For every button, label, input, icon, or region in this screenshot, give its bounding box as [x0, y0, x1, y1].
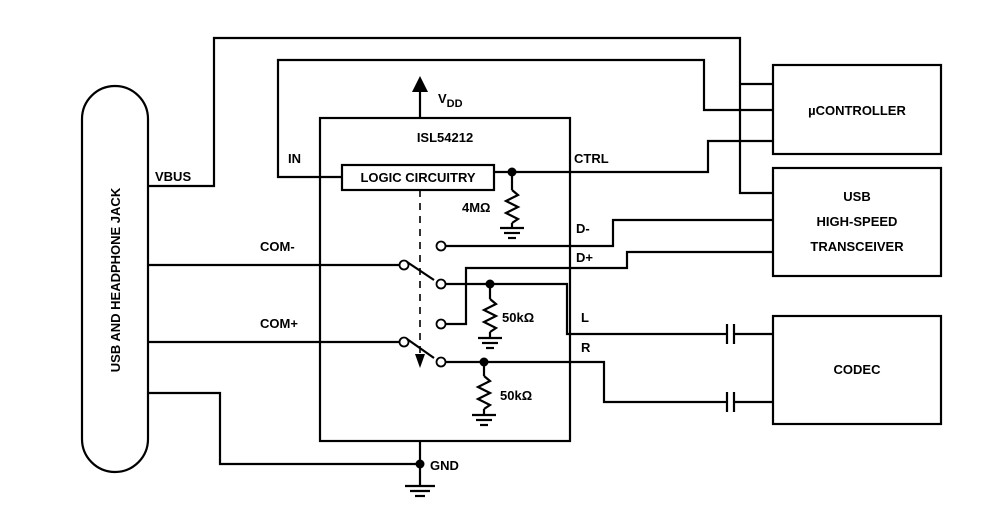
in-control-wire: [276, 58, 773, 179]
usb-label-line3: TRANSCEIVER: [810, 239, 904, 254]
gnd-junction-dot: [415, 459, 425, 469]
microcontroller-label: µCONTROLLER: [808, 103, 906, 118]
d-plus-label: D+: [576, 250, 593, 265]
usb-transceiver-block: [771, 166, 943, 278]
usb-label-line2: HIGH-SPEED: [817, 214, 898, 229]
vbus-wire: [148, 36, 773, 195]
com-plus-switch-arm: [406, 338, 435, 359]
res-4m-zigzag: [503, 189, 521, 224]
switch-control-arrow-icon: [415, 354, 425, 368]
usb-headphone-jack-block: [80, 84, 150, 474]
codec-label: CODEC: [834, 362, 882, 377]
com-plus-label: COM+: [260, 316, 298, 331]
usb-label-line1: USB: [843, 189, 870, 204]
in-label: IN: [288, 151, 301, 166]
res-50k-1-label: 50kΩ: [502, 310, 534, 325]
r-label: R: [581, 340, 591, 355]
vbus-label: VBUS: [155, 169, 191, 184]
res-50k-2-zigzag: [475, 375, 493, 410]
com-plus-terminal: [398, 336, 410, 348]
isl54212-ic-block: [318, 116, 572, 443]
logic-label: LOGIC CIRCUITRY: [360, 170, 475, 185]
l-label: L: [581, 310, 589, 325]
vdd-arrow-icon: [412, 76, 428, 92]
res-50k-2-label: 50kΩ: [500, 388, 532, 403]
res-4m-label: 4MΩ: [462, 200, 490, 215]
r-wire: [446, 360, 720, 404]
l-terminal: [435, 278, 447, 290]
d-plus-wire: [446, 250, 773, 326]
ctrl-label: CTRL: [574, 151, 609, 166]
d-minus-label: D-: [576, 221, 590, 236]
gnd-label: GND: [430, 458, 459, 473]
ic-name-label: ISL54212: [417, 130, 473, 145]
r-terminal: [435, 356, 447, 368]
jack-label: USB AND HEADPHONE JACK: [108, 187, 123, 372]
ctrl-wire: [494, 139, 773, 174]
d-minus-wire: [446, 218, 773, 248]
codec-block: [771, 314, 943, 426]
vdd-label: VDD: [438, 91, 463, 110]
d-plus-terminal: [435, 318, 447, 330]
l-wire: [446, 282, 720, 336]
res-50k-1-zigzag: [481, 298, 499, 333]
gnd-wire: [148, 391, 420, 466]
d-minus-terminal: [435, 240, 447, 252]
com-minus-switch-arm: [406, 261, 435, 281]
com-minus-label: COM-: [260, 239, 295, 254]
com-minus-terminal: [398, 259, 410, 271]
